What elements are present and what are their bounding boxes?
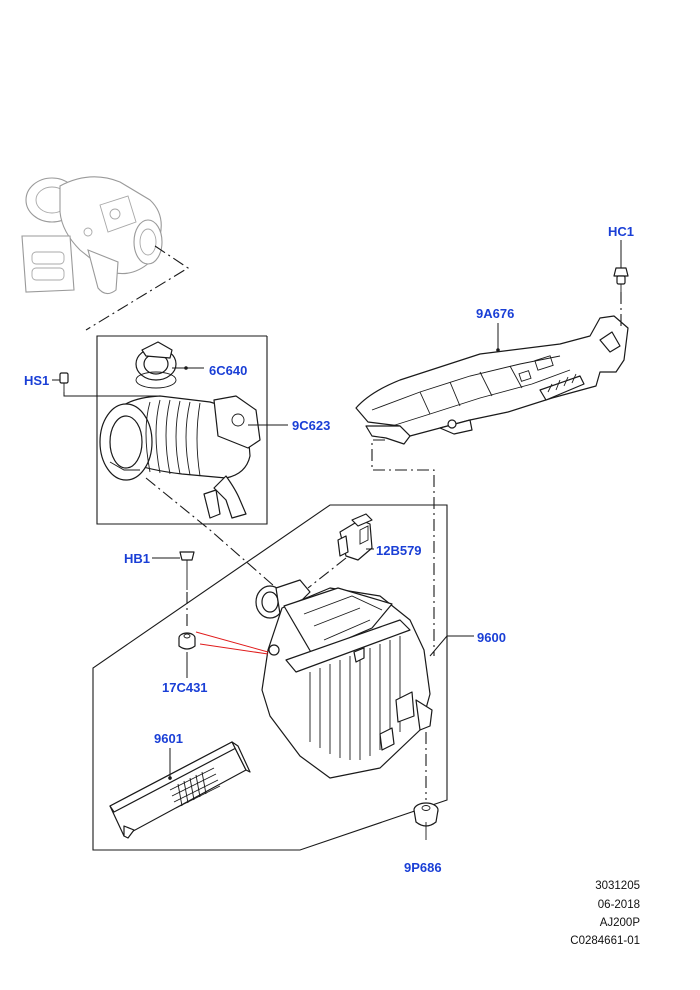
highlight-leader-2	[199, 643, 269, 655]
grommet-17c431	[178, 632, 196, 650]
footer-engine: AJ200P	[599, 917, 640, 929]
maf-sensor-12b579	[337, 513, 373, 561]
screw-hs1	[59, 372, 69, 392]
chain-line-resonator	[371, 439, 435, 656]
callout-9p686: 9P686	[404, 860, 442, 875]
screw-hc1	[613, 267, 629, 292]
air-cleaner-group-frame	[92, 504, 448, 851]
highlight-leader-1	[195, 631, 269, 653]
clamp-6c640	[135, 341, 177, 389]
footer-date: 06-2018	[597, 899, 640, 911]
callout-9601: 9601	[154, 731, 183, 746]
chain-line-inlet	[145, 477, 275, 587]
outlet-duct-9c623	[99, 395, 261, 519]
chain-line-turbo	[85, 245, 190, 331]
hose-group-frame	[96, 335, 268, 525]
callout-hs1: HS1	[24, 373, 49, 388]
callout-9600: 9600	[477, 630, 506, 645]
bolt-hb1	[179, 551, 195, 590]
callout-6c640: 6C640	[209, 363, 247, 378]
callout-9c623: 9C623	[292, 418, 330, 433]
turbocharger-ghost	[21, 176, 163, 295]
footer-illustration-id: C0284661-01	[570, 935, 640, 947]
drain-grommet-9p686	[413, 802, 439, 840]
callout-hb1: HB1	[124, 551, 150, 566]
callout-9a676: 9A676	[476, 306, 514, 321]
footer-code: 3031205	[595, 880, 640, 892]
callout-17c431: 17C431	[162, 680, 208, 695]
air-cleaner-housing-9600	[255, 579, 433, 779]
air-filter-element-9601	[109, 741, 251, 839]
intake-resonator-9a676	[355, 315, 629, 445]
callout-12b579: 12B579	[376, 543, 422, 558]
callout-hc1: HC1	[608, 224, 634, 239]
